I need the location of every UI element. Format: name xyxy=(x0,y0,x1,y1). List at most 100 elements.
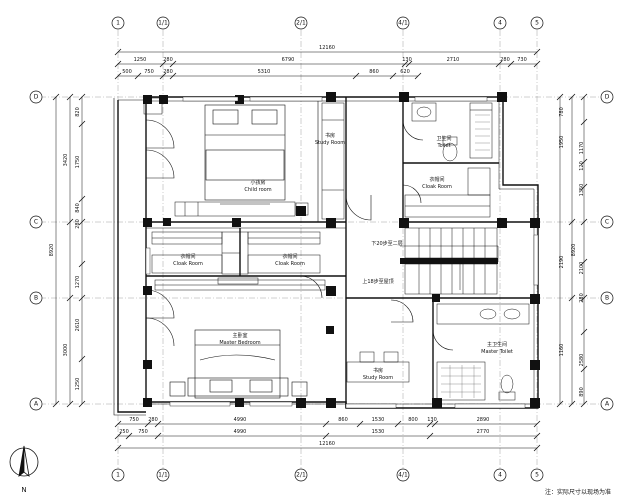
grid-bubble-top-2-1 xyxy=(294,16,308,30)
room-master-toilet-en: Master Toilet xyxy=(481,349,513,355)
dim-right-1: 780 xyxy=(559,107,565,117)
dim-bottom2-5: 2770 xyxy=(477,429,490,435)
room-cloak-right-en: Cloak Room xyxy=(422,184,452,190)
dim-right-total: 8920 xyxy=(571,244,577,257)
dim-left-8: 2610 xyxy=(75,319,81,332)
dim-top-2: 280 xyxy=(163,57,173,63)
dim-bottom-total: 12160 xyxy=(319,441,335,447)
dim-top2-5: 860 xyxy=(369,69,379,75)
grid-label-bottom-4: 4 xyxy=(498,472,502,479)
dimension-ticks xyxy=(52,48,588,452)
grid-label-top-4: 4 xyxy=(498,20,502,27)
grid-bubble-top-1 xyxy=(111,16,125,30)
room-cloak-left-cn: 衣帽间 xyxy=(180,253,195,260)
grid-label-right-A: A xyxy=(605,401,610,408)
dim-right-3: 1170 xyxy=(579,142,585,155)
dim-bottom-3: 4990 xyxy=(234,417,247,423)
dim-bottom-5: 1530 xyxy=(372,417,385,423)
dim-left-4: 840 xyxy=(75,203,81,213)
room-study-bottom-cn: 书房 xyxy=(373,367,383,374)
master-toilet-fixtures xyxy=(436,303,530,401)
room-child-cn: 小孩房 xyxy=(250,179,265,186)
dim-left-6: 1270 xyxy=(75,276,81,289)
grid-label-right-B: B xyxy=(605,295,609,302)
grid-label-bottom-1-1: 1/1 xyxy=(158,472,168,479)
dim-right-5: 1350 xyxy=(579,184,585,197)
master-wardrobe xyxy=(154,277,326,291)
room-cloak-mid-en: Cloak Room xyxy=(275,261,305,267)
dim-bottom-1: 750 xyxy=(129,417,139,423)
dim-left-5: 280 xyxy=(75,219,81,229)
dim-top-1: 1250 xyxy=(134,57,147,63)
dim-right-11: 890 xyxy=(579,387,585,397)
grid-bubble-top-5 xyxy=(530,16,544,30)
stair-down-note: 下20步至二层 xyxy=(371,241,402,247)
grid-bubble-bottom-4 xyxy=(493,468,507,482)
grid-bubble-bottom-1-1 xyxy=(156,468,170,482)
dim-bottom2-4: 1530 xyxy=(372,429,385,435)
dim-left-1: 820 xyxy=(75,107,81,117)
dim-right-6: 2100 xyxy=(579,262,585,275)
room-cloak-mid-cn: 衣帽间 xyxy=(282,253,297,260)
dim-bottom-7: 130 xyxy=(427,417,437,423)
dim-top-6: 280 xyxy=(500,57,510,63)
grid-label-left-B: B xyxy=(34,295,38,302)
dim-bottom-6: 800 xyxy=(408,417,418,423)
room-toilet-en: Toilet xyxy=(436,143,450,149)
grid-bubble-left-D xyxy=(29,90,43,104)
room-toilet-cn: 卫生间 xyxy=(436,135,451,142)
child-room-wardrobe xyxy=(174,201,309,217)
dim-right-8: 280 xyxy=(579,293,585,303)
grid-bubble-left-C xyxy=(29,215,43,229)
room-child-en: Child room xyxy=(244,187,271,193)
room-study-top-en: Study Room xyxy=(315,140,345,146)
dim-bottom2-2: 750 xyxy=(138,429,148,435)
dim-top-5: 2710 xyxy=(447,57,460,63)
dim-right-9: 1160 xyxy=(559,344,565,357)
stair-up-note: 上18步至屋顶 xyxy=(362,278,393,285)
dimension-lines xyxy=(55,51,585,449)
north-label: N xyxy=(21,486,26,494)
grid-bubble-right-A xyxy=(600,397,614,411)
dim-top2-2: 750 xyxy=(144,69,154,75)
grid-label-bottom-4-1: 4/1 xyxy=(398,472,408,479)
dim-bottom-8: 2890 xyxy=(477,417,490,423)
grid-bubble-bottom-4-1 xyxy=(396,468,410,482)
master-shower-hatch xyxy=(441,365,481,398)
grid-bubble-left-A xyxy=(29,397,43,411)
child-room-bed xyxy=(204,104,286,201)
dim-top2-3: 280 xyxy=(163,69,173,75)
grid-bubble-bottom-1 xyxy=(111,468,125,482)
north-arrow-icon xyxy=(9,445,39,477)
dim-left-3: 1750 xyxy=(75,156,81,169)
grid-bubble-left-B xyxy=(29,291,43,305)
left-balcony xyxy=(118,97,163,115)
grid-label-left-C: C xyxy=(34,219,38,226)
grid-label-right-D: D xyxy=(605,94,610,101)
grid-label-bottom-5: 5 xyxy=(535,472,539,479)
cloak-room-right-shelves xyxy=(404,167,491,218)
room-study-bottom-en: Study Room xyxy=(363,375,393,381)
grid-bubble-bottom-5 xyxy=(530,468,544,482)
grid-bubble-top-4 xyxy=(493,16,507,30)
master-bed xyxy=(169,329,308,399)
doors xyxy=(145,119,454,351)
grid-bubble-right-B xyxy=(600,291,614,305)
dim-right-10: 2580 xyxy=(579,354,585,367)
windows xyxy=(145,96,539,409)
grid-label-top-1: 1 xyxy=(116,20,120,27)
structural-columns xyxy=(143,92,540,408)
room-cloak-right-cn: 衣帽间 xyxy=(429,176,444,183)
dim-bottom-2: 280 xyxy=(148,417,158,423)
study-bottom-desk xyxy=(346,351,410,383)
grid-label-left-D: D xyxy=(34,94,39,101)
shower-hatch xyxy=(475,114,490,151)
grid-label-bottom-2-1: 2/1 xyxy=(296,472,306,479)
stair-handrail xyxy=(400,258,498,264)
grid-label-top-2-1: 2/1 xyxy=(296,20,306,27)
dim-left-7: 3000 xyxy=(63,344,69,357)
dim-top-3: 6790 xyxy=(282,57,295,63)
grid-bubbles xyxy=(29,16,614,482)
dim-bottom2-3: 4990 xyxy=(234,429,247,435)
